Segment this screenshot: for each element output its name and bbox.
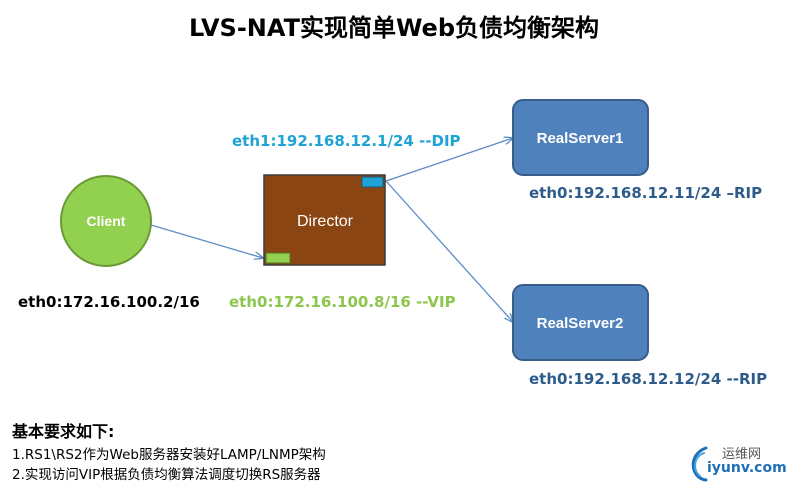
requirements-heading: 基本要求如下: bbox=[12, 422, 115, 441]
rs2-rip-label: eth0:192.168.12.12/24 --RIP bbox=[529, 370, 767, 388]
page-title: LVS-NAT实现简单Web负债均衡架构 bbox=[188, 14, 600, 42]
realserver1-node: RealServer1 bbox=[512, 99, 649, 176]
realserver2-label: RealServer2 bbox=[537, 315, 624, 332]
vip-label: eth0:172.16.100.8/16 --VIP bbox=[229, 293, 456, 311]
client-to-director-arrow bbox=[150, 224, 263, 258]
vip-port bbox=[265, 252, 291, 264]
director-to-rs1-arrow bbox=[385, 138, 513, 182]
dip-port bbox=[361, 176, 384, 188]
realserver2-node: RealServer2 bbox=[512, 284, 649, 361]
director-node: Director bbox=[263, 174, 386, 266]
watermark-en: iyunv.com bbox=[707, 460, 787, 476]
realserver1-label: RealServer1 bbox=[537, 130, 624, 147]
client-label: Client bbox=[87, 213, 126, 229]
watermark-logo-icon bbox=[691, 446, 708, 482]
director-label: Director bbox=[297, 213, 354, 230]
requirement-item: 2.实现访问VIP根据负债均衡算法调度切换RS服务器 bbox=[12, 467, 321, 483]
rs1-rip-label: eth0:192.168.12.11/24 –RIP bbox=[529, 184, 762, 202]
requirement-item: 1.RS1\RS2作为Web服务器安装好LAMP/LNMP架构 bbox=[12, 447, 326, 463]
director-to-rs2-arrow bbox=[385, 180, 513, 322]
client-eth-label: eth0:172.16.100.2/16 bbox=[18, 293, 200, 311]
watermark-cn: 运维网 bbox=[722, 447, 762, 462]
client-node: Client bbox=[60, 175, 152, 267]
dip-label: eth1:192.168.12.1/24 --DIP bbox=[232, 132, 461, 150]
